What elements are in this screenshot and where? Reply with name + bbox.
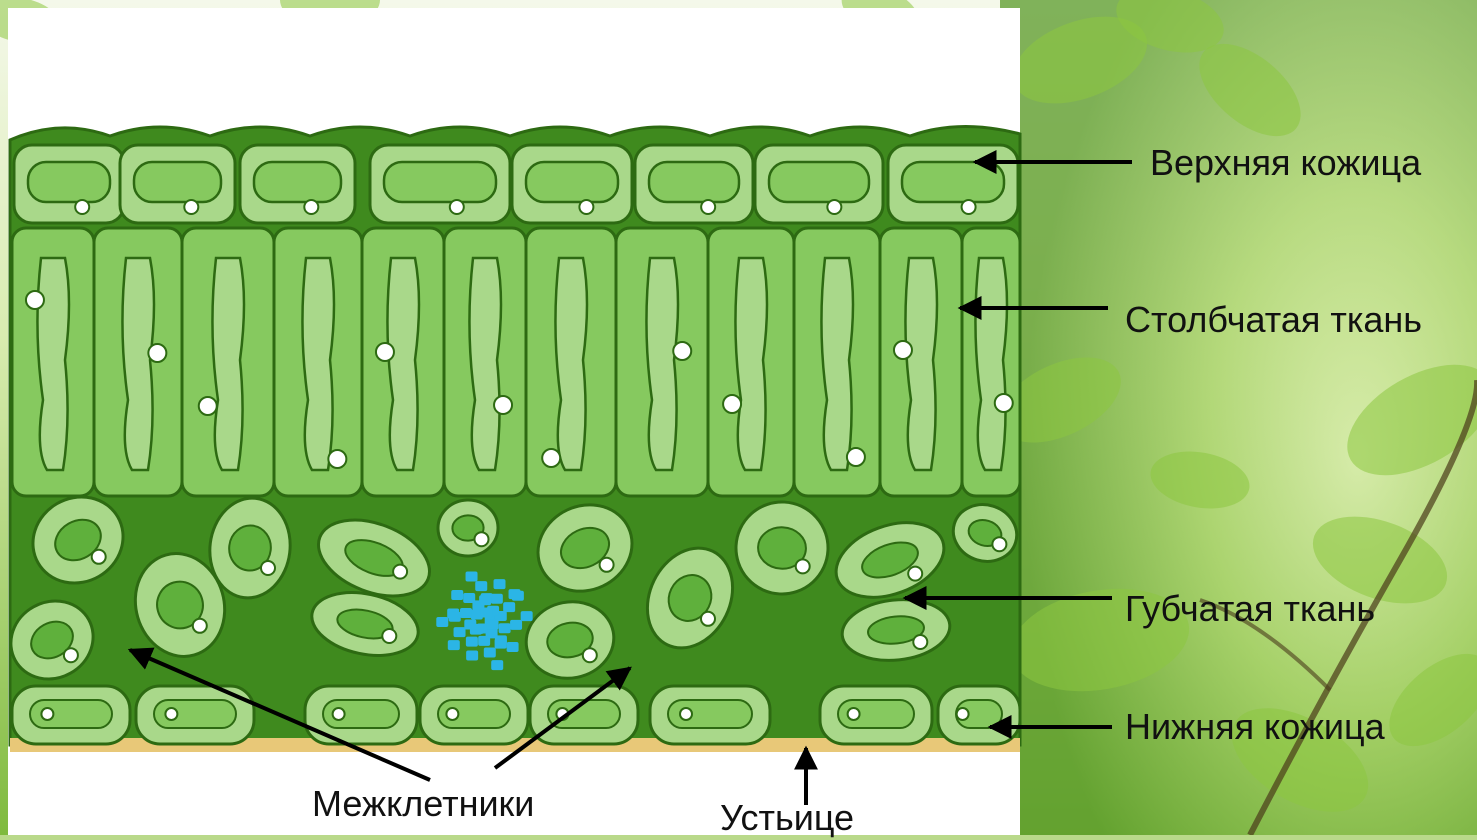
chloroplast-column xyxy=(122,258,154,470)
nucleus xyxy=(913,635,927,649)
label-palisade-tissue: Столбчатая ткань xyxy=(1125,302,1422,338)
nucleus xyxy=(450,200,464,214)
nucleus xyxy=(393,565,407,579)
nucleus xyxy=(957,708,969,720)
nucleus xyxy=(382,629,396,643)
air-particle xyxy=(463,593,475,603)
nucleus xyxy=(184,200,198,214)
label-lower-epidermis: Нижняя кожица xyxy=(1125,709,1385,745)
air-particle xyxy=(510,620,522,630)
nucleus xyxy=(796,559,810,573)
air-particle xyxy=(484,648,496,658)
vacuole xyxy=(384,162,496,202)
nucleus xyxy=(26,291,44,309)
chloroplast-column xyxy=(905,258,937,470)
air-particle xyxy=(448,640,460,650)
nucleus xyxy=(701,200,715,214)
nucleus xyxy=(92,550,106,564)
label-stoma: Устьице xyxy=(720,800,854,836)
nucleus xyxy=(165,708,177,720)
chloroplast-column xyxy=(469,258,501,470)
air-particle xyxy=(479,595,491,605)
nucleus xyxy=(673,342,691,360)
vacuole xyxy=(526,162,618,202)
air-particle xyxy=(509,589,521,599)
air-particle xyxy=(451,590,463,600)
nucleus xyxy=(894,341,912,359)
nucleus xyxy=(193,619,207,633)
label-spongy-tissue: Губчатая ткань xyxy=(1125,591,1375,627)
air-particle xyxy=(494,579,506,589)
label-intercellular-spaces: Межклетники xyxy=(312,786,534,822)
chloroplast-column xyxy=(212,258,244,470)
nucleus xyxy=(328,450,346,468)
chloroplast-column xyxy=(646,258,678,470)
air-particle xyxy=(454,627,466,637)
air-particle xyxy=(449,612,461,622)
vacuole xyxy=(28,162,110,202)
air-particle xyxy=(472,624,484,634)
chloroplast-column xyxy=(555,258,587,470)
air-particle xyxy=(475,581,487,591)
nucleus xyxy=(64,648,78,662)
nucleus xyxy=(494,396,512,414)
chloroplast-column xyxy=(387,258,419,470)
chloroplast-column xyxy=(302,258,334,470)
air-particle xyxy=(466,637,478,647)
nucleus xyxy=(827,200,841,214)
vacuole xyxy=(254,162,341,202)
air-particle xyxy=(521,611,533,621)
nucleus xyxy=(579,200,593,214)
nucleus xyxy=(600,558,614,572)
air-particle xyxy=(491,660,503,670)
nucleus xyxy=(680,708,692,720)
air-particle xyxy=(460,608,472,618)
air-particle xyxy=(499,623,511,633)
air-particle xyxy=(491,594,503,604)
nucleus xyxy=(583,648,597,662)
nucleus xyxy=(446,708,458,720)
nucleus xyxy=(962,200,976,214)
nucleus xyxy=(701,612,715,626)
nucleus xyxy=(542,449,560,467)
vacuole xyxy=(902,162,1004,202)
air-particle xyxy=(487,620,499,630)
nucleus xyxy=(848,708,860,720)
chloroplast-column xyxy=(37,258,69,470)
vacuole xyxy=(134,162,221,202)
nucleus xyxy=(199,397,217,415)
label-upper-epidermis: Верхняя кожица xyxy=(1150,145,1421,181)
vacuole xyxy=(649,162,739,202)
air-particle xyxy=(507,642,519,652)
nucleus xyxy=(261,561,275,575)
air-particle xyxy=(436,617,448,627)
nucleus xyxy=(908,567,922,581)
air-particle xyxy=(495,635,507,645)
air-particle xyxy=(503,602,515,612)
chloroplast-column xyxy=(975,258,1007,470)
nucleus xyxy=(992,537,1006,551)
air-particle xyxy=(466,651,478,661)
nucleus xyxy=(41,708,53,720)
vacuole xyxy=(769,162,869,202)
nucleus xyxy=(995,394,1013,412)
chloroplast-column xyxy=(821,258,853,470)
air-particle xyxy=(466,572,478,582)
nucleus xyxy=(723,395,741,413)
nucleus xyxy=(475,532,489,546)
nucleus xyxy=(148,344,166,362)
nucleus xyxy=(75,200,89,214)
nucleus xyxy=(376,343,394,361)
chloroplast-column xyxy=(735,258,767,470)
nucleus xyxy=(847,448,865,466)
air-particle xyxy=(480,607,492,617)
nucleus xyxy=(333,708,345,720)
nucleus xyxy=(304,200,318,214)
